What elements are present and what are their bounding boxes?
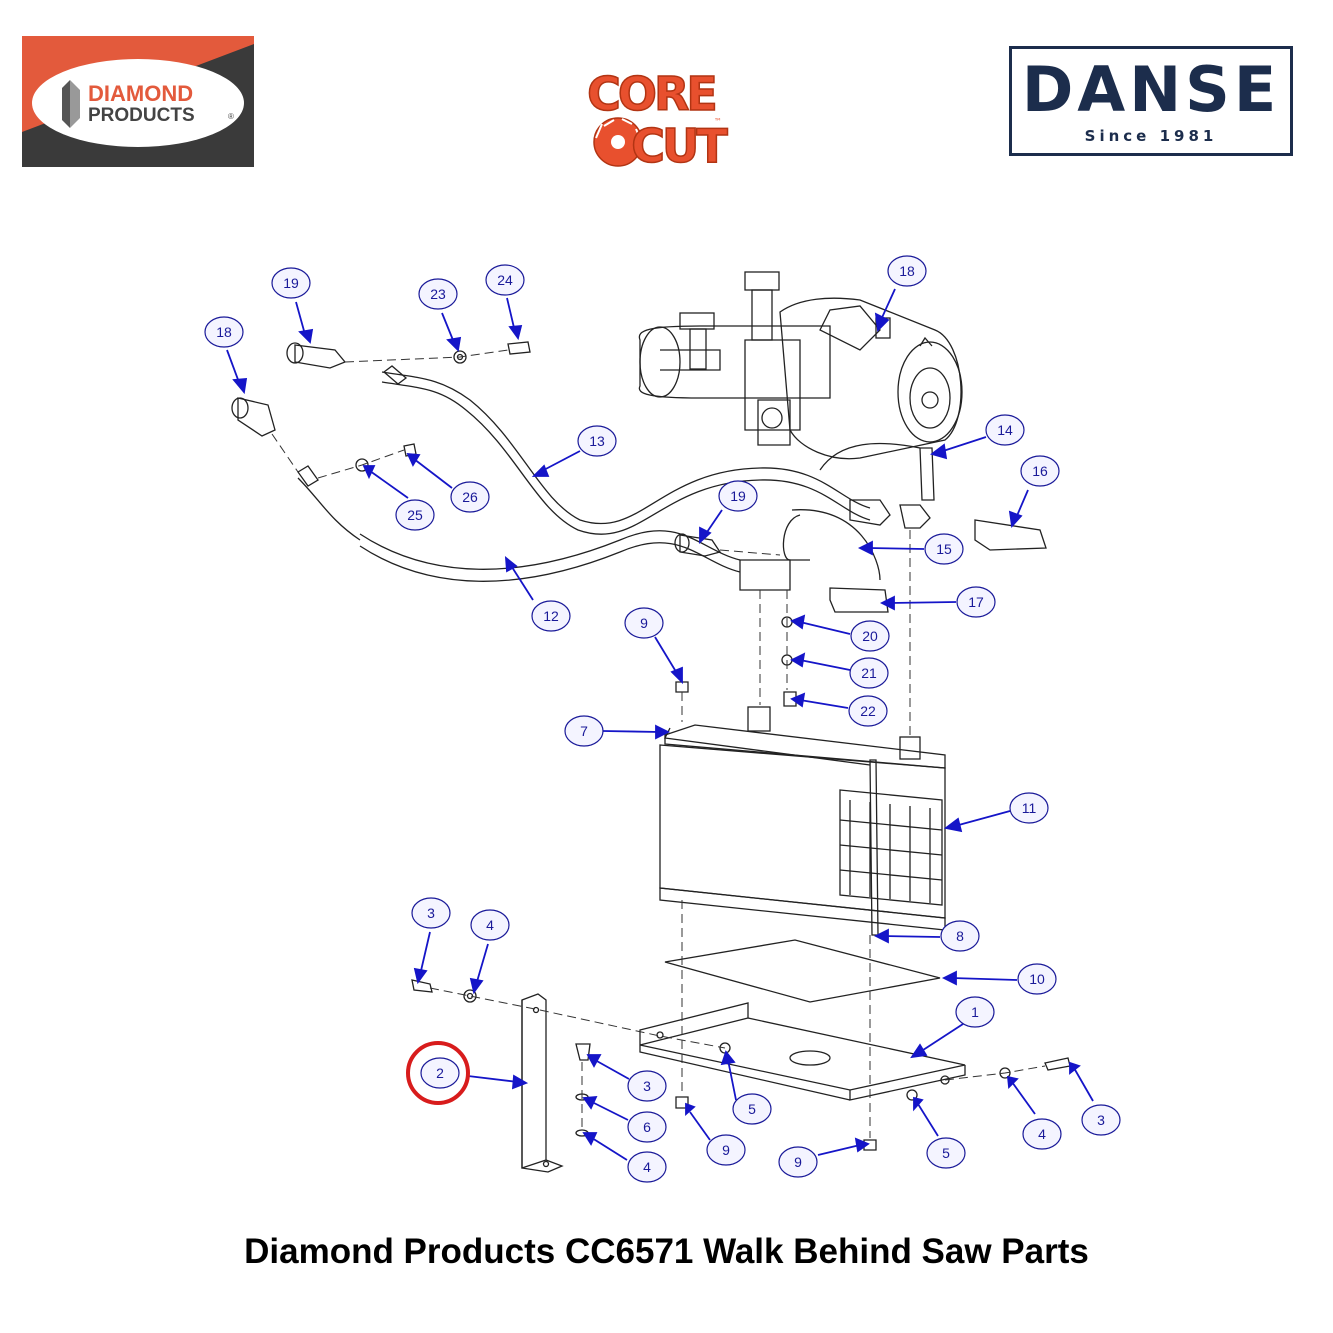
callout-18b: 18: [887, 255, 927, 287]
diamond-logo-line2: PRODUCTS: [88, 105, 195, 126]
danse-logo-name: DANSE: [1021, 53, 1281, 126]
callout-3c: 3: [1081, 1104, 1121, 1136]
callout-5b: 5: [926, 1137, 966, 1169]
svg-text:22: 22: [860, 703, 876, 719]
svg-text:4: 4: [643, 1159, 651, 1175]
svg-text:25: 25: [407, 507, 423, 523]
callout-21: 21: [849, 657, 889, 689]
diamond-products-logo: DIAMOND PRODUCTS ®: [22, 36, 254, 167]
svg-text:23: 23: [430, 286, 446, 302]
svg-text:5: 5: [942, 1145, 950, 1161]
danse-logo-since: Since 1981: [1084, 127, 1218, 145]
svg-text:20: 20: [862, 628, 878, 644]
callout-9a: 9: [624, 607, 664, 639]
svg-text:4: 4: [486, 917, 494, 933]
callout-12: 12: [531, 600, 571, 632]
callout-7: 7: [564, 715, 604, 747]
battery-tray: [639, 1002, 966, 1101]
svg-text:18: 18: [899, 263, 915, 279]
hydraulic-pump-motor: [638, 271, 963, 460]
callout-3b: 3: [627, 1070, 667, 1102]
callout-18a: 18: [204, 316, 244, 348]
leader-arrows: [226, 288, 1094, 1161]
callout-13: 13: [577, 425, 617, 457]
callout-9b: 9: [706, 1134, 746, 1166]
core-cut-logo: CORE CUT ™: [586, 66, 732, 169]
danse-logo: DANSE Since 1981: [1009, 46, 1293, 156]
callout-4c: 4: [1022, 1118, 1062, 1150]
svg-text:24: 24: [497, 272, 513, 288]
callout-24: 24: [485, 264, 525, 296]
svg-text:17: 17: [968, 594, 984, 610]
callout-3a: 3: [411, 897, 451, 929]
svg-text:11: 11: [1022, 800, 1037, 816]
callout-19a: 19: [271, 267, 311, 299]
svg-text:9: 9: [640, 615, 648, 631]
svg-text:9: 9: [722, 1142, 730, 1158]
svg-text:12: 12: [543, 608, 559, 624]
callout-4b: 4: [627, 1151, 667, 1183]
svg-text:15: 15: [936, 541, 952, 557]
callout-10: 10: [1017, 963, 1057, 995]
svg-text:3: 3: [427, 905, 435, 921]
callout-15: 15: [924, 533, 964, 565]
svg-text:5: 5: [748, 1101, 756, 1117]
corecut-line2: CUT: [631, 119, 728, 169]
callout-4a: 4: [470, 909, 510, 941]
callout-bubbles: 19 23 24 18 18 13 14 16 26 25 19 15 17 1…: [204, 255, 1121, 1183]
callout-19b: 19: [718, 480, 758, 512]
callout-26: 26: [450, 481, 490, 513]
svg-text:9: 9: [794, 1154, 802, 1170]
diamond-logo-mark: ®: [228, 112, 234, 121]
callout-1: 1: [955, 996, 995, 1028]
highlight-ring: [406, 1041, 470, 1105]
svg-text:21: 21: [861, 665, 877, 681]
svg-text:1: 1: [971, 1004, 979, 1020]
svg-text:2: 2: [436, 1065, 444, 1081]
svg-text:6: 6: [643, 1119, 651, 1135]
svg-text:4: 4: [1038, 1126, 1046, 1142]
diamond-logo-line1: DIAMOND: [88, 81, 193, 106]
svg-text:10: 10: [1029, 971, 1045, 987]
callout-17: 17: [956, 586, 996, 618]
callout-11: 11: [1009, 792, 1049, 824]
svg-text:13: 13: [589, 433, 605, 449]
callout-20: 20: [850, 620, 890, 652]
callout-22: 22: [848, 695, 888, 727]
callout-8: 8: [940, 920, 980, 952]
callout-9c: 9: [778, 1146, 818, 1178]
alignment-lines: [271, 349, 1046, 1138]
callout-5a: 5: [732, 1093, 772, 1125]
svg-text:19: 19: [730, 488, 746, 504]
svg-text:16: 16: [1032, 463, 1048, 479]
terminal-boots: [231, 342, 1047, 613]
battery: [659, 706, 946, 936]
callout-25: 25: [395, 499, 435, 531]
svg-text:18: 18: [216, 324, 232, 340]
svg-text:19: 19: [283, 275, 299, 291]
battery-cables: [297, 365, 935, 591]
mounting-bracket: [521, 993, 564, 1173]
svg-text:3: 3: [643, 1078, 651, 1094]
saw-blade-icon: [593, 117, 643, 167]
battery-pad: [664, 939, 941, 1003]
callout-14: 14: [985, 414, 1025, 446]
corecut-line1: CORE: [587, 67, 715, 121]
svg-text:26: 26: [462, 489, 478, 505]
callout-23: 23: [418, 278, 458, 310]
svg-text:7: 7: [580, 723, 588, 739]
callout-16: 16: [1020, 455, 1060, 487]
callout-2-highlighted: 2: [406, 1041, 470, 1105]
svg-text:8: 8: [956, 928, 964, 944]
svg-text:14: 14: [997, 422, 1013, 438]
svg-text:3: 3: [1097, 1112, 1105, 1128]
diamond-mark-icon: [62, 80, 80, 128]
corecut-mark: ™: [714, 117, 722, 126]
callout-6: 6: [627, 1111, 667, 1143]
page-caption: Diamond Products CC6571 Walk Behind Saw …: [244, 1232, 1089, 1271]
